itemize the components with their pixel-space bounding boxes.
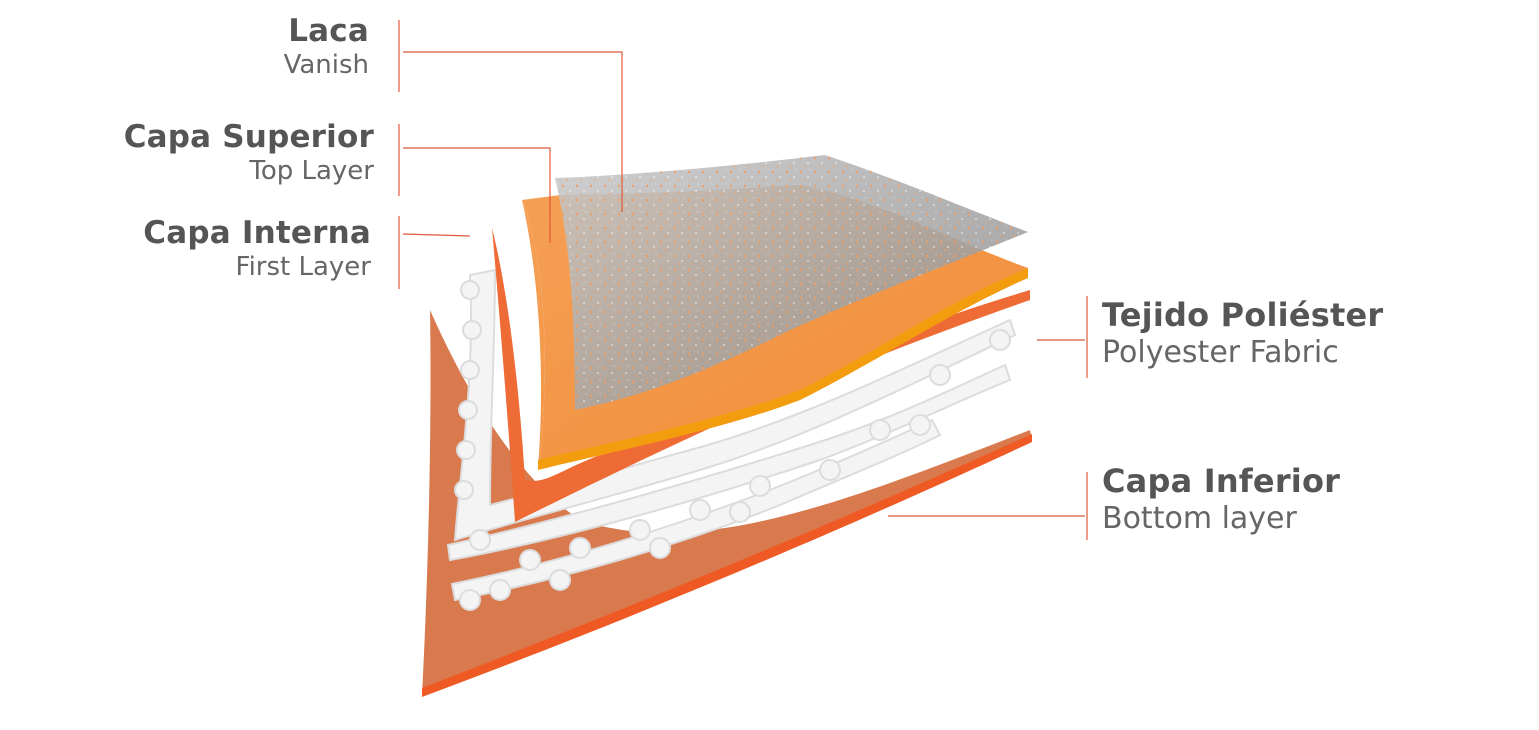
- label-capa-inferior-es: Capa Inferior: [1102, 462, 1341, 500]
- label-laca: Laca Vanish: [284, 14, 369, 80]
- label-capa-inferior-en: Bottom layer: [1102, 501, 1297, 537]
- leader-interna: [402, 233, 471, 237]
- label-capa-inferior: Capa Inferior Bottom layer: [1102, 462, 1341, 537]
- label-capa-interna-en: First Layer: [235, 252, 371, 283]
- leader-laca: [403, 51, 623, 212]
- label-capa-superior-es: Capa Superior: [123, 119, 374, 155]
- bottom-layer-sheet: [422, 310, 1032, 695]
- polyester-fabric: [446, 268, 1017, 611]
- label-tejido-poliester-es: Tejido Poliéster: [1102, 296, 1384, 334]
- label-laca-es: Laca: [288, 13, 369, 49]
- label-capa-interna: Capa Interna First Layer: [143, 216, 371, 282]
- top-layer-edge: [538, 268, 1028, 470]
- label-capa-interna-es: Capa Interna: [143, 215, 371, 251]
- label-capa-superior-en: Top Layer: [249, 156, 374, 187]
- varnish-speckle: [555, 155, 1028, 410]
- leader-superior: [403, 147, 551, 243]
- label-tejido-poliester-en: Polyester Fabric: [1102, 335, 1339, 371]
- leader-lines: [398, 20, 1088, 540]
- label-capa-superior: Capa Superior Top Layer: [124, 120, 374, 186]
- bottom-layer-edge: [422, 434, 1032, 697]
- label-tejido-poliester: Tejido Poliéster Polyester Fabric: [1102, 296, 1384, 371]
- label-laca-en: Vanish: [283, 50, 369, 81]
